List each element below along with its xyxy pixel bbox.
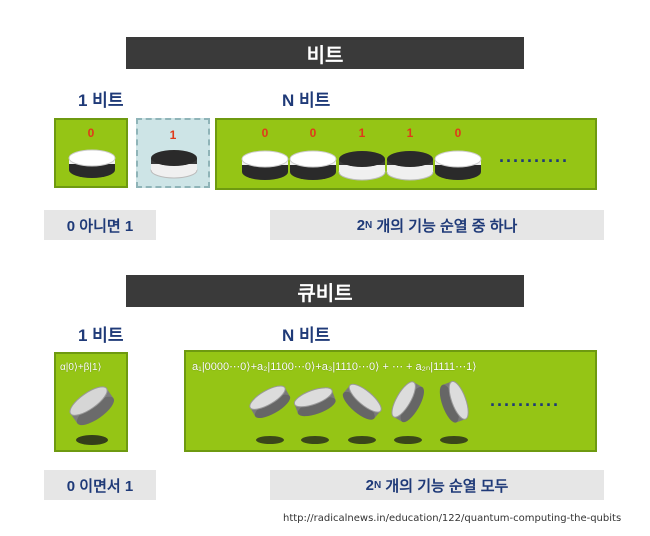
- bits-header: 비트: [126, 37, 524, 69]
- qubits-label-n: N 비트: [282, 326, 331, 345]
- qubit-one-box: α|0⟩+β|1⟩: [54, 352, 128, 452]
- n-bits-box: 0 0 1 1 0 ..........: [215, 118, 597, 190]
- n-tilted-coins-icon: [249, 380, 469, 444]
- qubit-formula: α|0⟩+β|1⟩: [60, 362, 102, 373]
- bit-value: 0: [309, 126, 317, 140]
- qubits-header: 큐비트: [126, 275, 524, 307]
- bits-label-one: 1 비트: [78, 91, 124, 110]
- bit-value: 0: [261, 126, 269, 140]
- n-qubit-formula: a₁|0000⋯0⟩+a₂|1100⋯0⟩+a₃|1110⋯0⟩ + ⋯ + a…: [192, 361, 477, 373]
- desc-base: 2: [356, 216, 366, 234]
- ellipsis-dots: ..........: [499, 146, 570, 166]
- desc-text: 개의 기능 순열 중 하나: [376, 217, 518, 235]
- desc-text: 개의 기능 순열 모두: [385, 477, 509, 495]
- ellipsis-dots: ..........: [490, 390, 561, 410]
- n-qubits-box: a₁|0000⋯0⟩+a₂|1100⋯0⟩+a₃|1110⋯0⟩ + ⋯ + a…: [184, 350, 597, 452]
- coin-white-up-icon: [68, 149, 116, 178]
- bit-zero-box: 0: [54, 118, 128, 188]
- bit-value: 1: [406, 126, 414, 140]
- desc-base: 2: [365, 476, 375, 494]
- desc-exponent: N: [374, 479, 382, 491]
- qubits-desc-one: 0 이면서 1: [44, 470, 156, 500]
- bit-value: 0: [454, 126, 462, 140]
- bits-label-n: N 비트: [282, 91, 331, 110]
- bits-desc-one: 0 아니면 1: [44, 210, 156, 240]
- qubits-label-one: 1 비트: [78, 326, 124, 345]
- bit-value: 1: [358, 126, 366, 140]
- desc-exponent: N: [365, 219, 373, 231]
- source-url: http://radicalnews.in/education/122/quan…: [283, 513, 622, 524]
- coin-black-up-icon: [150, 150, 198, 179]
- n-coins-icon: [241, 150, 482, 181]
- bit-value: 0: [87, 126, 95, 140]
- bit-value: 1: [169, 128, 177, 142]
- bit-one-box: 1: [136, 118, 210, 188]
- tilted-coin-icon: [69, 386, 115, 445]
